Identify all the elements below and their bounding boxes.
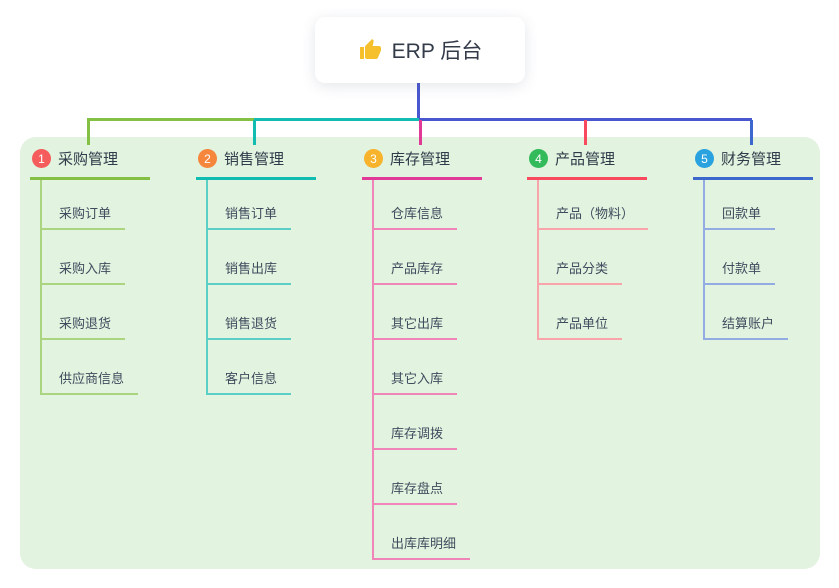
mindmap-item-label[interactable]: 出库库明细 xyxy=(374,533,471,560)
mindmap-item: 销售订单 xyxy=(208,180,316,230)
mindmap-item-label[interactable]: 仓库信息 xyxy=(374,203,458,230)
mindmap-item: 产品分类 xyxy=(539,230,647,285)
mindmap-item-label[interactable]: 库存调拨 xyxy=(374,423,458,450)
branch-drop-line-1 xyxy=(87,120,90,145)
branch-title-label: 财务管理 xyxy=(721,151,782,168)
branch-number-badge: 2 xyxy=(198,149,217,168)
mindmap-item: 回款单 xyxy=(705,180,813,230)
branch-3: 3 库存管理仓库信息产品库存其它出库其它入库库存调拨库存盘点出库库明细 xyxy=(362,148,482,560)
mindmap-item-label[interactable]: 供应商信息 xyxy=(42,368,139,395)
mindmap-item: 销售出库 xyxy=(208,230,316,285)
mindmap-item: 采购退货 xyxy=(42,285,150,340)
branch-number-badge: 1 xyxy=(32,149,51,168)
branch-4: 4 产品管理产品（物料） 产品分类产品单位 xyxy=(527,148,649,340)
mindmap-item-label[interactable]: 采购入库 xyxy=(42,258,126,285)
mindmap-item: 其它入库 xyxy=(374,340,482,395)
branch-title-3[interactable]: 3 库存管理 xyxy=(362,148,482,180)
mindmap-item: 产品库存 xyxy=(374,230,482,285)
branch-title-2[interactable]: 2 销售管理 xyxy=(196,148,316,180)
mindmap-item-label[interactable]: 产品库存 xyxy=(374,258,458,285)
mindmap-item-label[interactable]: 销售退货 xyxy=(208,313,292,340)
mindmap-item: 库存调拨 xyxy=(374,395,482,450)
mindmap-item-label[interactable]: 产品分类 xyxy=(539,258,623,285)
mindmap-item-label[interactable]: 库存盘点 xyxy=(374,478,458,505)
mindmap-item: 采购订单 xyxy=(42,180,150,230)
branch-items: 采购订单采购入库采购退货供应商信息 xyxy=(40,180,150,395)
mindmap-item-label[interactable]: 其它入库 xyxy=(374,368,458,395)
branch-number-badge: 4 xyxy=(529,149,548,168)
branch-title-4[interactable]: 4 产品管理 xyxy=(527,148,647,180)
root-node[interactable]: ERP 后台 xyxy=(315,17,525,83)
mindmap-item-label[interactable]: 客户信息 xyxy=(208,368,292,395)
branch-number-badge: 5 xyxy=(695,149,714,168)
mindmap-item: 客户信息 xyxy=(208,340,316,395)
mindmap-item-label[interactable]: 其它出库 xyxy=(374,313,458,340)
mindmap-item: 结算账户 xyxy=(705,285,813,340)
mindmap-item-label[interactable]: 结算账户 xyxy=(705,313,789,340)
root-label: ERP 后台 xyxy=(391,40,483,63)
mindmap-item: 产品（物料） xyxy=(539,180,649,230)
branch-1: 1 采购管理采购订单采购入库采购退货供应商信息 xyxy=(30,148,150,395)
mindmap-item: 产品单位 xyxy=(539,285,647,340)
branch-5: 5 财务管理回款单付款单结算账户 xyxy=(693,148,813,340)
branch-title-5[interactable]: 5 财务管理 xyxy=(693,148,813,180)
branch-items: 产品（物料） 产品分类产品单位 xyxy=(537,180,649,340)
thumbs-up-icon xyxy=(358,38,382,62)
mindmap-item: 供应商信息 xyxy=(42,340,150,395)
top-connector-segment-teal xyxy=(254,118,419,121)
mindmap-item: 出库库明细 xyxy=(374,505,482,560)
mindmap-item: 其它出库 xyxy=(374,285,482,340)
branch-items: 仓库信息产品库存其它出库其它入库库存调拨库存盘点出库库明细 xyxy=(372,180,482,560)
mindmap-item-label[interactable]: 销售出库 xyxy=(208,258,292,285)
branch-drop-line-5 xyxy=(750,120,753,145)
branch-title-label: 产品管理 xyxy=(555,151,616,168)
mindmap-item-label[interactable]: 产品（物料） xyxy=(539,203,649,230)
mindmap-item-label[interactable]: 采购退货 xyxy=(42,313,126,340)
top-connector-segment-blue xyxy=(419,118,752,121)
branch-title-label: 销售管理 xyxy=(224,151,285,168)
mindmap-item-label[interactable]: 回款单 xyxy=(705,203,776,230)
mindmap-item: 仓库信息 xyxy=(374,180,482,230)
branch-title-label: 采购管理 xyxy=(58,151,119,168)
branch-drop-line-3 xyxy=(419,120,422,145)
branch-drop-line-2 xyxy=(253,120,256,145)
branch-title-label: 库存管理 xyxy=(390,151,451,168)
root-connector-line xyxy=(417,83,420,118)
mindmap-item-label[interactable]: 付款单 xyxy=(705,258,776,285)
mindmap-item: 付款单 xyxy=(705,230,813,285)
mindmap-item: 销售退货 xyxy=(208,285,316,340)
mindmap-item-label[interactable]: 产品单位 xyxy=(539,313,623,340)
branch-title-1[interactable]: 1 采购管理 xyxy=(30,148,150,180)
branches-panel xyxy=(20,137,820,569)
branch-items: 销售订单销售出库销售退货客户信息 xyxy=(206,180,316,395)
mindmap-item: 采购入库 xyxy=(42,230,150,285)
top-connector-segment-green xyxy=(87,118,254,121)
mindmap-item-label[interactable]: 销售订单 xyxy=(208,203,292,230)
mindmap-item-label[interactable]: 采购订单 xyxy=(42,203,126,230)
branch-number-badge: 3 xyxy=(364,149,383,168)
branch-items: 回款单付款单结算账户 xyxy=(703,180,813,340)
branch-2: 2 销售管理销售订单销售出库销售退货客户信息 xyxy=(196,148,316,395)
mindmap-item: 库存盘点 xyxy=(374,450,482,505)
branch-drop-line-4 xyxy=(584,120,587,145)
